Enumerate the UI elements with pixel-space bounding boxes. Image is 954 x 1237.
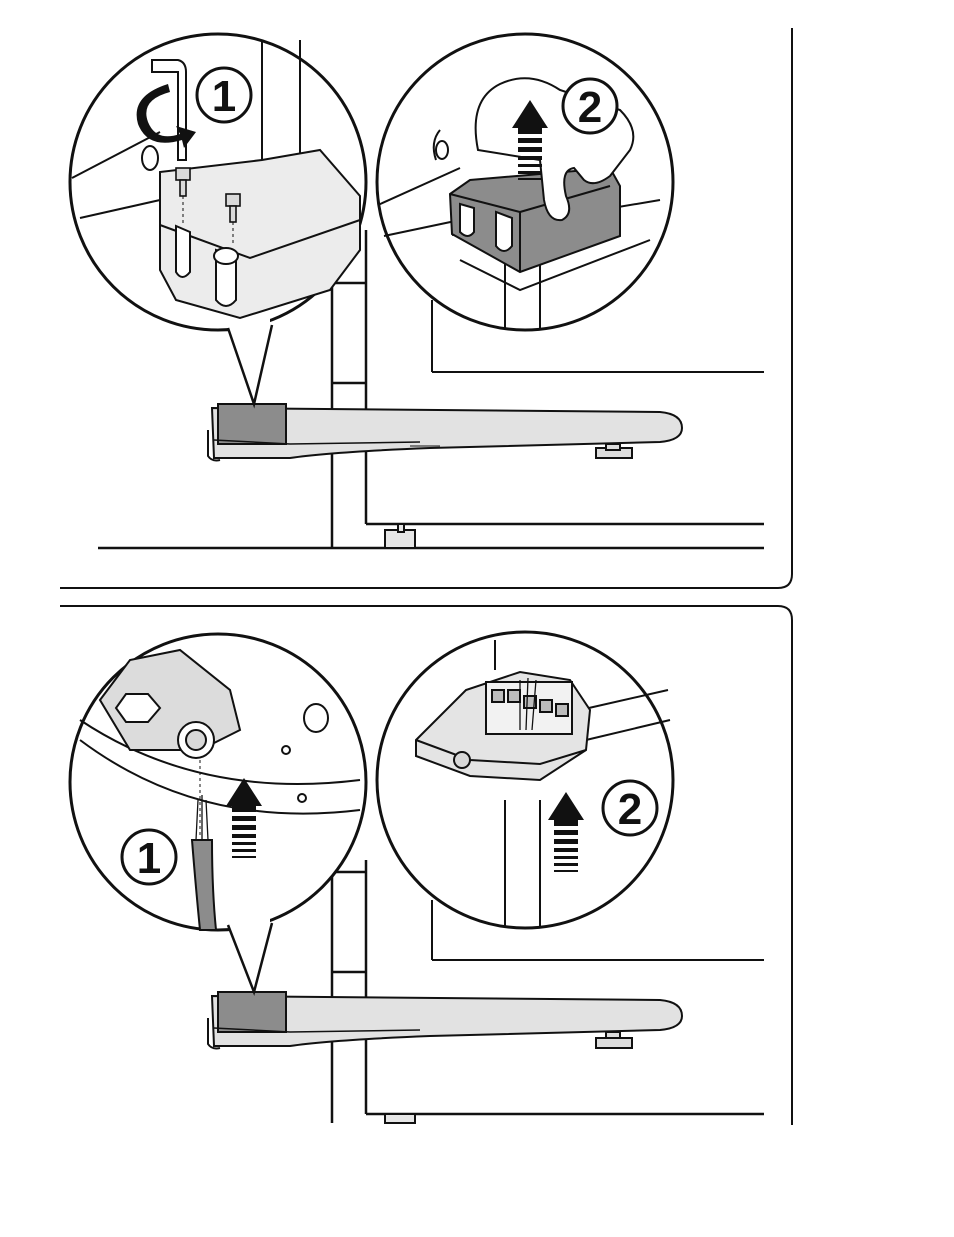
panel-remove-cover: 1 <box>0 0 954 600</box>
panel-cable-entry: 1 <box>0 600 954 1237</box>
step-badge-1: 1 <box>137 834 161 883</box>
diagram-cable-entry: 1 <box>0 600 954 1237</box>
motor-cover <box>218 404 286 444</box>
floor-bracket <box>385 524 415 548</box>
step-badge-2: 2 <box>578 83 602 132</box>
callout-step-2: 2 <box>377 632 673 928</box>
operator-motor <box>208 992 682 1049</box>
step-badge-1: 1 <box>212 72 236 121</box>
callout-step-1: 1 <box>70 634 366 992</box>
diagram-remove-cover: 1 <box>0 0 954 600</box>
motor-cover <box>218 992 286 1032</box>
callout-step-1: 1 <box>70 34 366 404</box>
operator-motor <box>208 404 682 461</box>
floor-bracket <box>385 1114 415 1123</box>
step-badge-2: 2 <box>618 785 642 834</box>
callout-step-2: 2 <box>377 34 673 330</box>
